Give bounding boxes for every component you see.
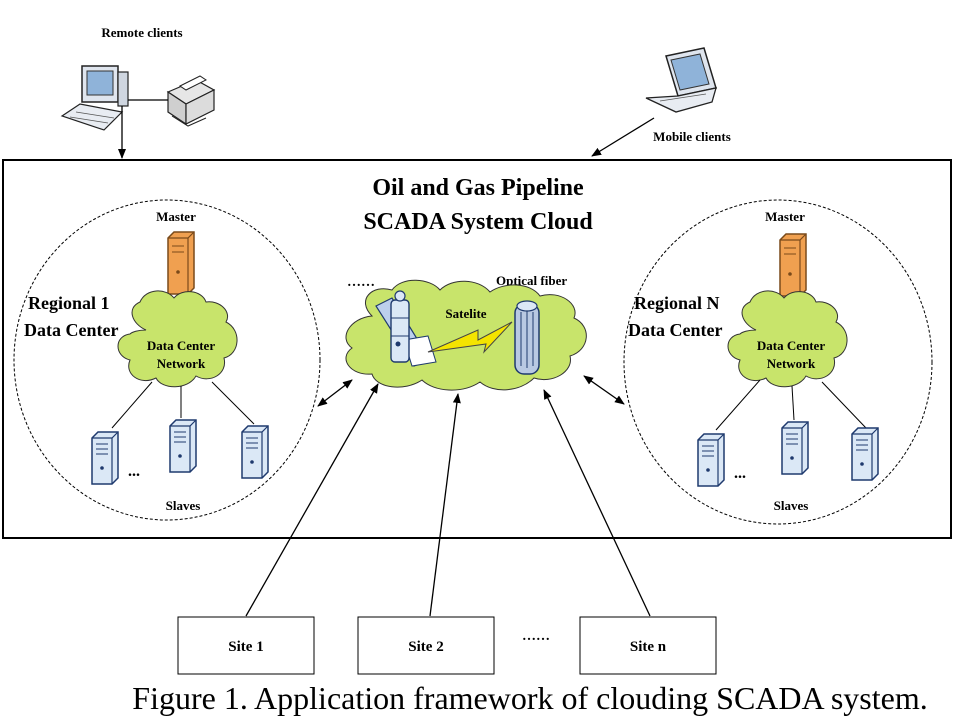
right-network-label-line2: Network [767, 356, 816, 371]
laptop-icon [645, 47, 717, 113]
site-2-label: Site 2 [408, 639, 443, 655]
mobile-clients-arrow [591, 117, 655, 157]
right-slave-server-2-icon [781, 421, 809, 475]
right-slaves-label: Slaves [774, 498, 809, 513]
site-1-arrow [245, 383, 379, 617]
regional-n-data-center: Master Regional N Data Center Data Cente… [623, 199, 933, 525]
right-network-label-line1: Data Center [757, 338, 825, 353]
communication-cloud-group: …… Optical fiber Satelite [345, 273, 587, 391]
right-slave-server-1-icon [697, 433, 725, 487]
site-n-label: Site n [630, 639, 667, 655]
printer-icon [166, 75, 216, 127]
site-2-box [357, 616, 495, 675]
left-network-label-line2: Network [157, 356, 206, 371]
site-2-arrow [429, 393, 461, 617]
scada-cloud-box [2, 159, 952, 539]
left-slave-server-1-icon [91, 431, 119, 485]
left-network-label-line1: Data Center [147, 338, 215, 353]
right-master-server-icon [779, 233, 807, 297]
left-slave-server-2-icon [169, 419, 197, 473]
center-dots: …… [347, 275, 375, 290]
right-slave-server-3-icon [851, 427, 879, 481]
satellite-label: Satelite [445, 306, 486, 321]
cloud-title-line1: Oil and Gas Pipeline [372, 175, 584, 201]
left-master-label: Master [156, 209, 196, 224]
site-1-box [177, 616, 315, 675]
left-dc-cloud-link-arrow [317, 379, 353, 407]
right-regional-name-line1: Regional N [634, 293, 720, 313]
satellite-icon [375, 290, 437, 367]
left-master-server-icon [167, 231, 195, 295]
sites-dots: …… [522, 629, 550, 644]
right-regional-name-line2: Data Center [628, 320, 722, 340]
figure-caption: Figure 1. Application framework of cloud… [132, 680, 927, 716]
right-master-label: Master [765, 209, 805, 224]
cloud-title-line2: SCADA System Cloud [363, 209, 593, 235]
left-regional-name-line1: Regional 1 [28, 293, 110, 313]
optical-fiber-icon [514, 300, 540, 375]
right-data-center-network-cloud [727, 290, 848, 388]
right-slaves-ellipsis: ... [734, 465, 746, 482]
mobile-clients-label: Mobile clients [653, 129, 731, 144]
optical-fiber-label: Optical fiber [496, 273, 567, 288]
wireless-link-lightning-icon [427, 321, 513, 354]
regional-1-data-center: Master Regional 1 Data Center Data Cente… [13, 199, 321, 521]
right-dc-cloud-link-arrow [583, 375, 625, 405]
remote-clients-label: Remote clients [101, 25, 182, 40]
desktop-computer-icon [60, 65, 129, 131]
site-n-arrow [543, 389, 651, 617]
left-slave-server-3-icon [241, 425, 269, 479]
site-1-label: Site 1 [228, 639, 263, 655]
left-slaves-ellipsis: ... [128, 463, 140, 480]
left-slaves-label: Slaves [166, 498, 201, 513]
regional-n-boundary [623, 199, 933, 525]
site-n-box [579, 616, 717, 675]
regional-1-boundary [13, 199, 321, 521]
left-regional-name-line2: Data Center [24, 320, 118, 340]
left-data-center-network-cloud [117, 290, 238, 388]
